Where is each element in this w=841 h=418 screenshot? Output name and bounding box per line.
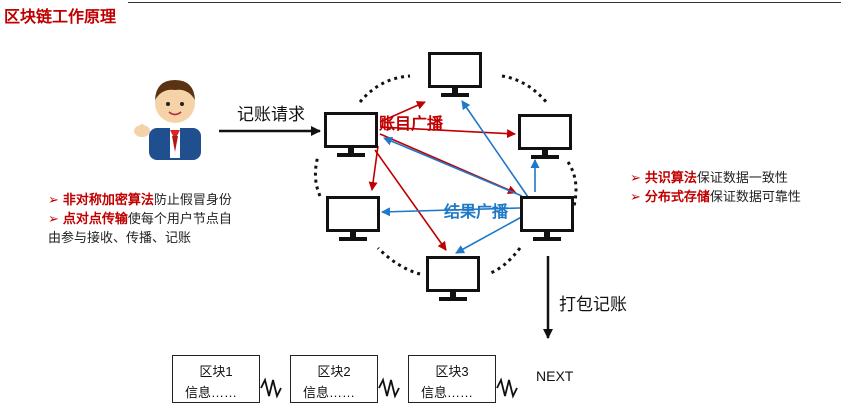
list-item: ➢点对点传输使每个用户节点自 bbox=[48, 209, 232, 228]
bullet-text: 保证数据一致性 bbox=[696, 170, 788, 185]
bullet-highlight: 非对称加密算法 bbox=[62, 192, 154, 207]
bullet-arrow-icon: ➢ bbox=[48, 192, 59, 207]
bullet-highlight: 分布式存储 bbox=[644, 189, 710, 204]
bullet-text: 由参与接收、传播、记账 bbox=[48, 230, 192, 245]
list-item-continuation: 由参与接收、传播、记账 bbox=[48, 228, 232, 247]
bullet-arrow-icon: ➢ bbox=[630, 170, 641, 185]
node-bottom-icon bbox=[426, 256, 480, 302]
left-bullet-list: ➢非对称加密算法防止假冒身份 ➢点对点传输使每个用户节点自 由参与接收、传播、记… bbox=[48, 190, 232, 247]
title-divider bbox=[128, 2, 841, 3]
next-block-label: NEXT bbox=[536, 368, 574, 384]
list-item: ➢非对称加密算法防止假冒身份 bbox=[48, 190, 232, 209]
node-left-icon bbox=[324, 112, 378, 158]
result-arrows bbox=[381, 100, 540, 254]
node-lower-left-icon bbox=[326, 196, 380, 242]
bullet-text: 防止假冒身份 bbox=[153, 192, 232, 207]
block-1: 区块1 信息…… bbox=[172, 355, 260, 403]
user-avatar-icon bbox=[134, 80, 201, 160]
chain-links bbox=[260, 377, 518, 399]
ledger-broadcast-label: 账目广播 bbox=[379, 116, 444, 133]
block-title: 区块3 bbox=[435, 364, 469, 379]
broadcast-arrows bbox=[368, 101, 517, 251]
network-ring bbox=[313, 74, 578, 276]
right-bullet-list: ➢共识算法保证数据一致性 ➢分布式存储保证数据可靠性 bbox=[630, 168, 801, 206]
page-title: 区块链工作原理 bbox=[4, 9, 117, 26]
bullet-text: 保证数据可靠性 bbox=[709, 189, 801, 204]
block-detail: 信息…… bbox=[185, 385, 238, 400]
bullet-highlight: 点对点传输 bbox=[62, 211, 128, 226]
block-2: 区块2 信息…… bbox=[290, 355, 378, 403]
bullet-highlight: 共识算法 bbox=[644, 170, 697, 185]
bullet-text: 使每个用户节点自 bbox=[127, 211, 232, 226]
node-lower-right-icon bbox=[520, 196, 574, 242]
list-item: ➢共识算法保证数据一致性 bbox=[630, 168, 801, 187]
bullet-arrow-icon: ➢ bbox=[630, 189, 641, 204]
record-request-label: 记账请求 bbox=[237, 105, 305, 124]
node-right-icon bbox=[518, 114, 572, 160]
list-item: ➢分布式存储保证数据可靠性 bbox=[630, 187, 801, 206]
block-title: 区块1 bbox=[199, 364, 233, 379]
bullet-arrow-icon: ➢ bbox=[48, 211, 59, 226]
block-3: 区块3 信息…… bbox=[408, 355, 496, 403]
block-detail: 信息…… bbox=[421, 385, 474, 400]
node-top-icon bbox=[428, 52, 482, 98]
block-detail: 信息…… bbox=[303, 385, 356, 400]
pack-record-label: 打包记账 bbox=[559, 295, 627, 314]
block-title: 区块2 bbox=[317, 364, 351, 379]
result-broadcast-label: 结果广播 bbox=[444, 204, 509, 221]
